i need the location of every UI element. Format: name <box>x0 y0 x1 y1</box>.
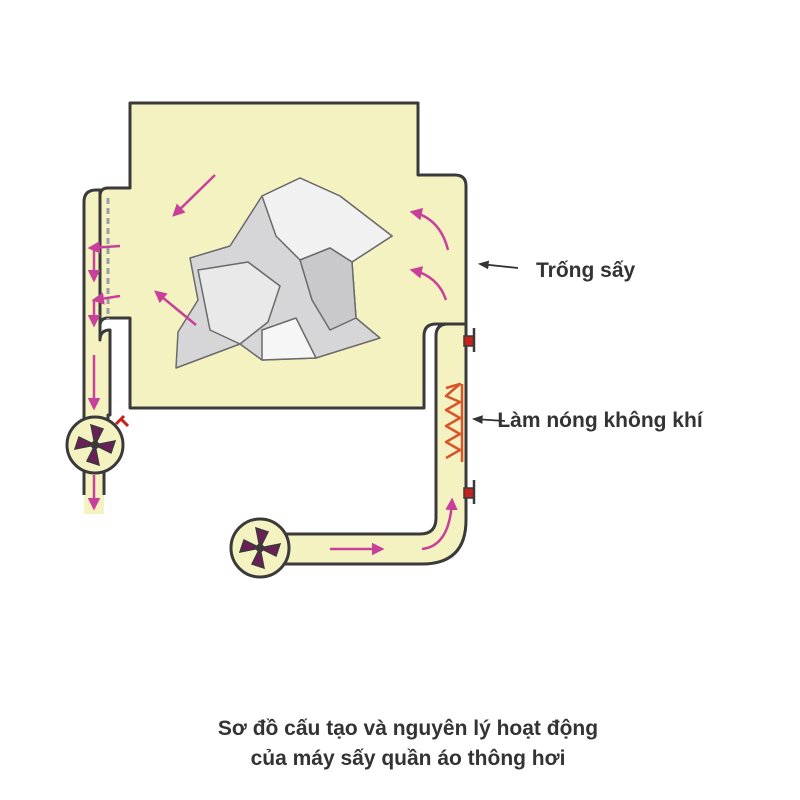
heater-label: Làm nóng không khí <box>497 409 703 432</box>
airflow-arrows <box>87 174 458 556</box>
drum-pointer <box>477 260 519 270</box>
caption-line-2: của máy sấy quần áo thông hơi <box>250 747 566 770</box>
valve-icon <box>463 480 476 504</box>
valve-icon <box>463 328 476 352</box>
diagram-caption: Sơ đồ cấu tạo và nguyên lý hoạt động của… <box>0 714 800 774</box>
caption-line-1: Sơ đồ cấu tạo và nguyên lý hoạt động <box>217 717 599 740</box>
heater-pointer <box>471 415 506 424</box>
drum-label: Trống sấy <box>536 259 636 282</box>
exhaust-fan-icon <box>65 414 130 475</box>
clothes-icon <box>175 177 393 369</box>
heater-coil-icon <box>444 382 464 462</box>
intake-duct <box>270 322 468 566</box>
intake-fan-icon <box>229 517 291 579</box>
